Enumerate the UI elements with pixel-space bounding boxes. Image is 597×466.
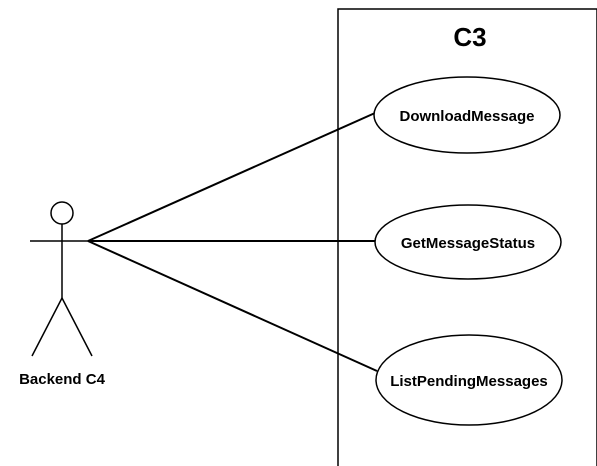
actor-head xyxy=(50,201,74,225)
actor-right-leg xyxy=(61,297,93,357)
association-download xyxy=(87,112,376,242)
actor-figure xyxy=(30,201,93,357)
actor-label: Backend C4 xyxy=(19,371,106,388)
use-case-label: GetMessageStatus xyxy=(401,235,535,252)
use-case-download-message: DownloadMessage xyxy=(373,76,561,154)
use-case-list-pending-messages: ListPendingMessages xyxy=(375,334,563,426)
use-case-get-message-status: GetMessageStatus xyxy=(374,204,562,280)
actor-left-leg xyxy=(31,297,63,357)
system-title: C3 xyxy=(453,22,486,52)
use-case-label: ListPendingMessages xyxy=(390,373,548,390)
association-list xyxy=(87,240,378,372)
use-case-label: DownloadMessage xyxy=(399,108,534,125)
system-boundary xyxy=(337,8,597,466)
